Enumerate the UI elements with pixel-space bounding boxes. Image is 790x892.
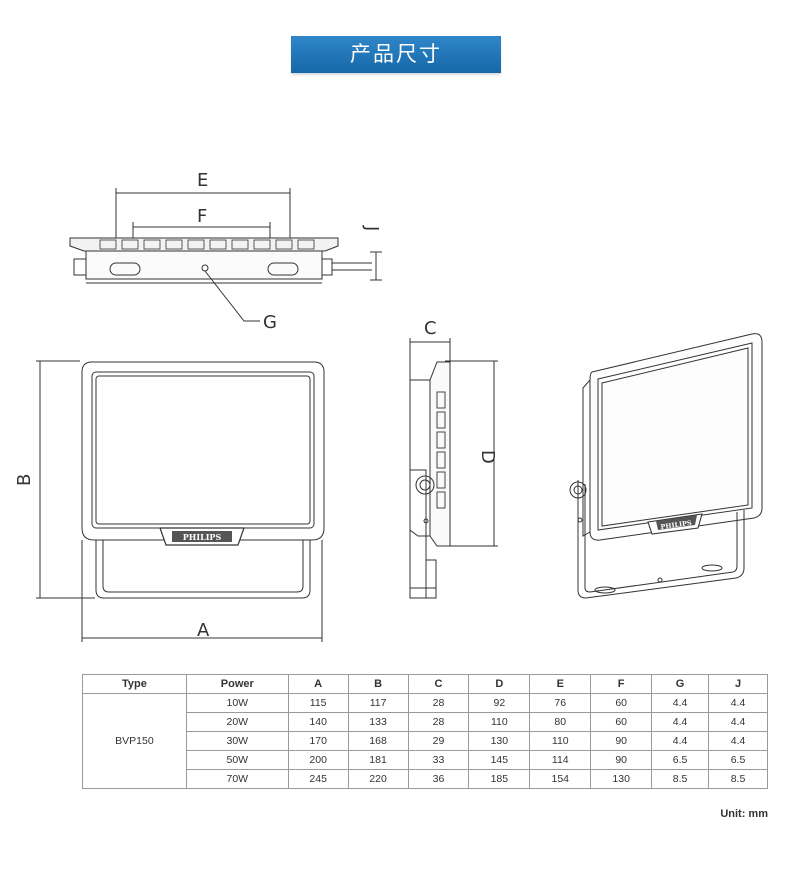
table-cell: 4.4 (708, 712, 768, 732)
table-cell: 168 (347, 731, 409, 751)
table-cell: 145 (468, 750, 531, 770)
table-cell: 185 (468, 769, 531, 789)
table-cell: 4.4 (651, 712, 710, 732)
table-cell: 200 (287, 750, 349, 770)
column-header: G (651, 674, 710, 694)
unit-note: Unit: mm (720, 808, 768, 820)
table-cell: 4.4 (708, 731, 768, 751)
section-title-banner: 产品尺寸 (291, 36, 501, 73)
table-cell: 8.5 (708, 769, 768, 789)
column-header: C (407, 674, 470, 694)
table-cell: 60 (590, 693, 653, 713)
table-row: 30W 170 168 29 130 110 90 4.4 4.4 (83, 731, 768, 751)
column-header: B (347, 674, 409, 694)
table-cell: 36 (407, 769, 470, 789)
table-cell: 181 (347, 750, 409, 770)
table-cell: 28 (407, 712, 470, 732)
table-cell: 60 (590, 712, 653, 732)
perspective-view (569, 333, 763, 599)
column-header: Power (185, 674, 289, 694)
table-cell: 90 (590, 731, 653, 751)
dim-label-b: B (14, 474, 35, 486)
table-cell: 220 (347, 769, 409, 789)
table-cell: 133 (347, 712, 409, 732)
dim-label-c: C (424, 318, 437, 339)
table-cell: 6.5 (651, 750, 710, 770)
product-dimension-drawing: E F G J B A C D PHILIPS PHILIPS (14, 170, 763, 642)
table-cell: 110 (529, 731, 592, 751)
table-cell: 170 (287, 731, 349, 751)
front-brand-logo: PHILIPS (183, 532, 222, 542)
dim-label-a: A (197, 620, 210, 641)
table-cell: 6.5 (708, 750, 768, 770)
table-cell: 29 (407, 731, 470, 751)
column-header: F (590, 674, 653, 694)
dim-label-g: G (263, 312, 277, 333)
table-row: BVP150 10W 115 117 28 92 76 60 4.4 4.4 (82, 693, 768, 789)
table-cell: 114 (529, 750, 592, 770)
dim-label-j: J (361, 225, 382, 231)
column-header: E (529, 674, 592, 694)
table-cell: 92 (468, 693, 531, 713)
dim-label-d: D (477, 450, 498, 464)
table-cell: 76 (529, 693, 592, 713)
top-view (69, 188, 382, 322)
table-cell: 4.4 (651, 731, 710, 751)
table-cell: 80 (529, 712, 592, 732)
table-cell: 140 (287, 712, 349, 732)
table-cell: 70W (185, 769, 289, 789)
side-view (409, 338, 498, 599)
type-cell: BVP150 (82, 693, 187, 789)
table-cell: 33 (407, 750, 470, 770)
section-title: 产品尺寸 (350, 42, 442, 66)
column-header: D (468, 674, 531, 694)
table-cell: 130 (468, 731, 531, 751)
table-cell: 245 (287, 769, 349, 789)
dim-label-f: F (197, 206, 207, 227)
table-cell: 154 (529, 769, 592, 789)
table-cell: 130 (590, 769, 653, 789)
column-header: J (708, 674, 768, 694)
table-cell: 30W (185, 731, 289, 751)
table-cell: 4.4 (708, 693, 768, 713)
table-cell: 10W (185, 693, 289, 713)
column-header: A (287, 674, 349, 694)
dimension-table: Type Power A B C D E F G J BVP150 10W 11… (82, 674, 768, 789)
front-view (36, 360, 325, 642)
table-cell: 20W (185, 712, 289, 732)
table-cell: 4.4 (651, 693, 710, 713)
table-cell: 50W (185, 750, 289, 770)
table-cell: 117 (347, 693, 409, 713)
table-row: 70W 245 220 36 185 154 130 8.5 8.5 (83, 769, 768, 789)
table-cell: 115 (287, 693, 349, 713)
table-cell: 8.5 (651, 769, 710, 789)
table-cell: 110 (468, 712, 531, 732)
table-cell: 28 (407, 693, 470, 713)
column-header: Type (82, 674, 187, 694)
table-header-row: Type Power A B C D E F G J (82, 674, 768, 694)
dim-label-e: E (197, 170, 208, 191)
table-cell: 90 (590, 750, 653, 770)
